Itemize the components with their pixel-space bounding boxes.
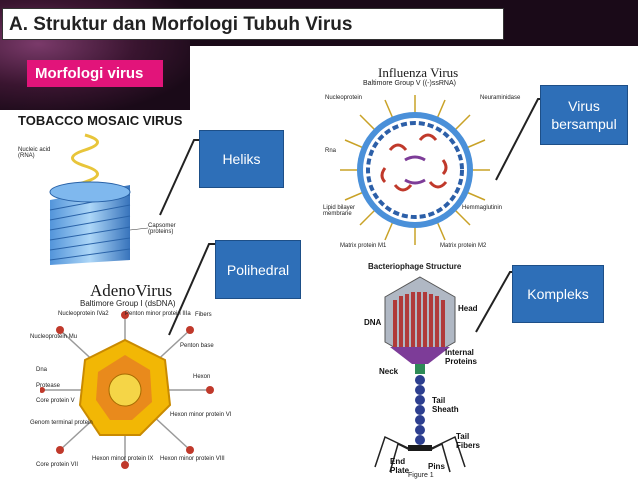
adeno-label-4: Penton base — [180, 343, 214, 349]
phage-figure-caption: Figure 1 — [408, 472, 434, 479]
adeno-label-12: Hexon minor protein IX — [92, 456, 154, 462]
influenza-label-2: Rna — [325, 148, 337, 154]
adeno-label-10: Hexon minor protein VI — [170, 412, 232, 418]
influenza-heading: Influenza Virus — [378, 65, 459, 80]
influenza-illustration — [340, 95, 490, 245]
phage-label-4: Tail Sheath — [432, 396, 459, 414]
tmv-label-capsomer: Capsomer (proteins) — [148, 223, 176, 235]
influenza-label-0: Nucleoprotein — [325, 95, 363, 101]
slide-title: A. Struktur dan Morfologi Tubuh Virus — [2, 8, 504, 40]
callout-heliks: Heliks — [199, 130, 284, 188]
influenza-label-3: Lipid bilayer membrane — [323, 205, 356, 217]
adeno-label-1: Penton minor protein IIIa — [125, 311, 191, 317]
adeno-label-11: Core protein VII — [36, 462, 79, 468]
phage-label-6: End Plate — [390, 457, 410, 475]
adeno-label-7: Hexon — [193, 374, 211, 380]
adenovirus-illustration — [40, 311, 214, 469]
influenza-label-1: Neuraminidase — [480, 95, 521, 101]
adeno-label-8: Core protein V — [36, 398, 75, 404]
phage-label-5: Tail Fibers — [456, 432, 481, 450]
phage-label-0: Head — [458, 304, 478, 313]
adeno-label-5: Dna — [36, 367, 48, 373]
slide-subtitle: Morfologi virus — [27, 60, 163, 87]
polihedral-pointer — [168, 243, 215, 336]
bacteriophage-illustration — [374, 276, 466, 473]
phage-label-1: DNA — [364, 318, 382, 327]
adeno-label-3: Nucleoprotein Mu — [30, 334, 78, 340]
adeno-label-9: Genom terminal protein — [30, 420, 93, 426]
tmv-heading: TOBACCO MOSAIC VIRUS — [18, 113, 183, 128]
influenza-label-6: Matrix protein M2 — [440, 243, 487, 249]
tmv-label-nucleic-acid: Nucleic acid (RNA) — [18, 147, 51, 159]
adeno-label-2: Fibers — [195, 312, 212, 318]
phage-label-2: Internal Proteins — [445, 348, 478, 366]
adeno-group: Baltimore Group I (dsDNA) — [80, 299, 176, 308]
callout-polihedral: Polihedral — [215, 240, 301, 299]
phage-label-7: Pins — [428, 462, 445, 471]
phage-heading: Bacteriophage Structure — [368, 262, 462, 271]
adeno-heading: AdenoVirus — [90, 281, 173, 300]
influenza-label-5: Matrix protein M1 — [340, 243, 387, 249]
callout-bersampul: Virus bersampul — [540, 85, 628, 145]
callout-kompleks: Kompleks — [512, 265, 604, 323]
adeno-label-0: Nucleoprotein IVa2 — [58, 311, 109, 317]
influenza-group: Baltimore Group V ((-)ssRNA) — [363, 80, 456, 87]
heliks-pointer — [159, 139, 200, 216]
adeno-label-13: Hexon minor protein VIII — [160, 456, 225, 462]
influenza-label-4: Hemmaglutinin — [462, 205, 503, 211]
tmv-illustration — [49, 133, 149, 265]
phage-label-3: Neck — [379, 367, 399, 376]
adeno-label-6: Protease — [36, 383, 61, 389]
